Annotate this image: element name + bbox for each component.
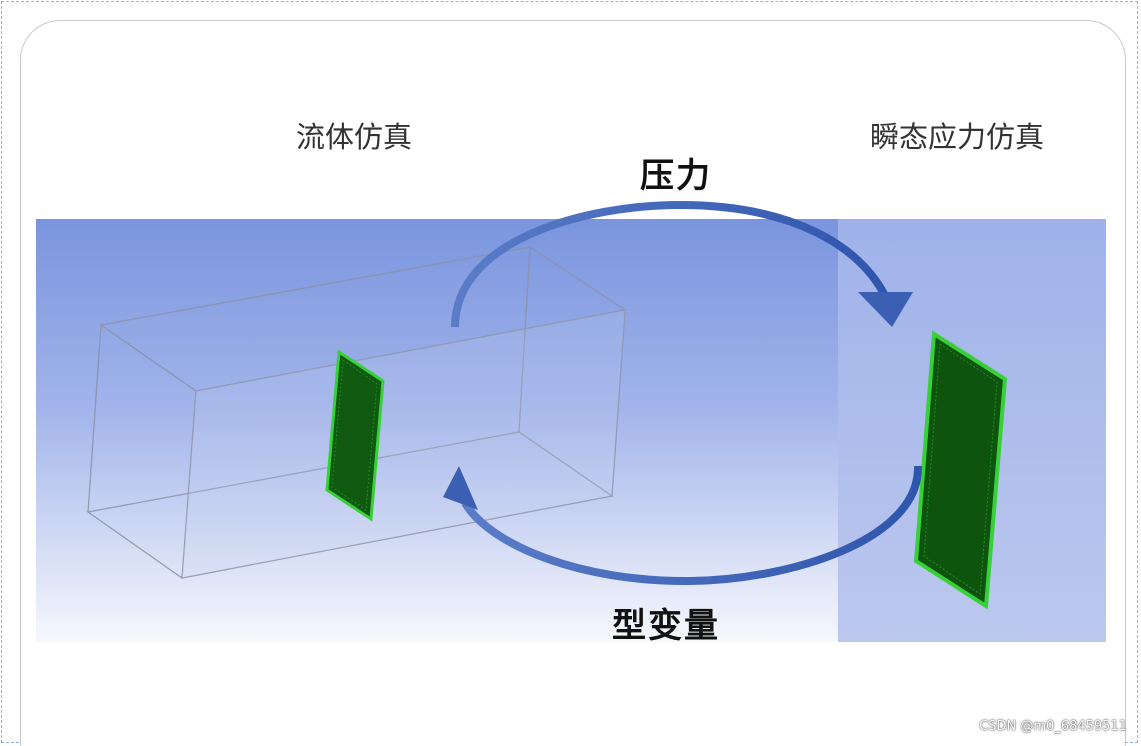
deformation-arrow [443,465,923,586]
pressure-label: 压力 [640,156,712,196]
solid-plate [913,330,1008,610]
transient-stress-simulation-label: 瞬态应力仿真 [870,120,1045,154]
fluid-domain-background [36,219,838,642]
fluid-simulation-label: 流体仿真 [296,120,413,154]
pressure-arrow [451,200,913,328]
watermark: CSDN @m0_68459511 [979,719,1127,734]
deformation-label: 型变量 [612,606,720,646]
fluid-plate [325,349,385,522]
